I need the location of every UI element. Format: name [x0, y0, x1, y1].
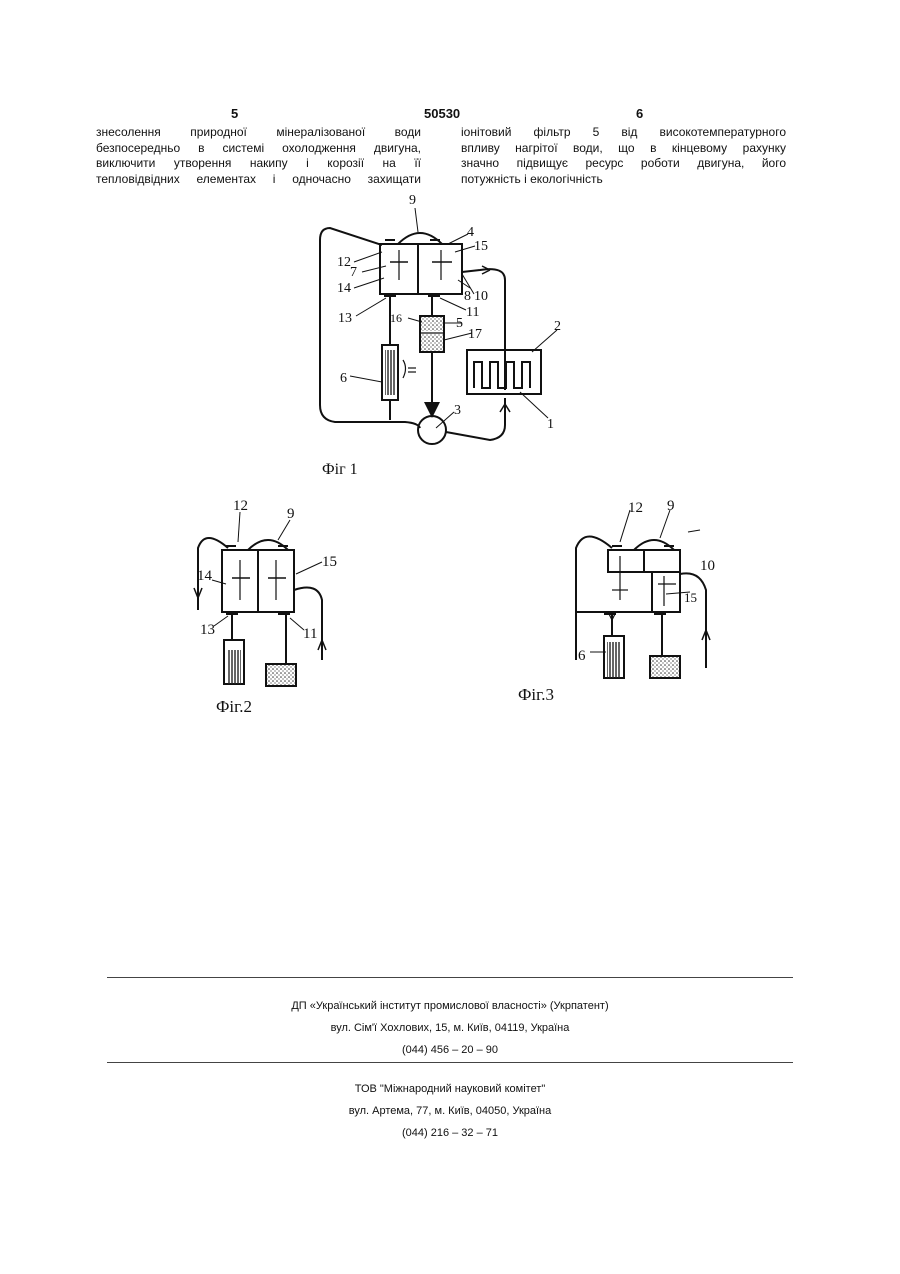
- figure-2: [194, 512, 326, 686]
- label-11: 11: [303, 626, 317, 642]
- dome-9: [398, 233, 442, 244]
- label-5: 5: [456, 316, 463, 331]
- footer-org: ТОВ "Міжнародний науковий комітет": [107, 1078, 793, 1100]
- label-6: 6: [340, 371, 347, 386]
- label-9: 9: [409, 193, 416, 208]
- footer-rule-middle: [107, 1062, 793, 1063]
- label-11: 11: [466, 305, 479, 320]
- fig2-caption: Фіг.2: [216, 697, 252, 716]
- label-16: 16: [390, 311, 402, 325]
- patent-figures: 9 4 15 12 7 14 8 10 13 11 16 5 17 2 6 3 …: [0, 0, 900, 760]
- label-7: 7: [350, 265, 357, 280]
- label-2: 2: [554, 319, 561, 334]
- label-15: 15: [684, 590, 697, 605]
- footer-phone: (044) 456 – 20 – 90: [107, 1039, 793, 1061]
- label-12: 12: [628, 500, 643, 516]
- footer-address: вул. Сім'ї Хохлових, 15, м. Київ, 04119,…: [107, 1017, 793, 1039]
- footer-org: ДП «Український інститут промислової вла…: [107, 995, 793, 1017]
- label-13: 13: [200, 622, 215, 638]
- label-17: 17: [468, 327, 482, 342]
- label-10: 10: [700, 558, 715, 574]
- footer-phone: (044) 216 – 32 – 71: [107, 1122, 793, 1144]
- figure-1: [320, 208, 557, 444]
- label-12: 12: [233, 498, 248, 514]
- label-13: 13: [338, 311, 352, 326]
- label-9: 9: [667, 498, 675, 514]
- label-8: 8: [464, 289, 471, 304]
- label-15: 15: [474, 239, 488, 254]
- label-4: 4: [467, 225, 474, 240]
- footer-block-committee: ТОВ "Міжнародний науковий комітет" вул. …: [107, 1078, 793, 1144]
- label-9: 9: [287, 506, 295, 522]
- label-3: 3: [454, 403, 461, 418]
- footer-rule-top: [107, 977, 793, 978]
- fig1-caption: Фіг 1: [322, 461, 358, 478]
- label-15: 15: [322, 554, 337, 570]
- label-14: 14: [197, 568, 213, 584]
- label-14: 14: [337, 281, 351, 296]
- label-1: 1: [547, 417, 554, 432]
- footer-address: вул. Артема, 77, м. Київ, 04050, Україна: [107, 1100, 793, 1122]
- footer-block-ukrpatent: ДП «Український інститут промислової вла…: [107, 995, 793, 1061]
- cooling-jacket-2: [474, 362, 530, 388]
- fig3-caption: Фіг.3: [518, 685, 554, 704]
- label-10: 10: [474, 289, 488, 304]
- pump-3: [418, 416, 446, 444]
- label-6: 6: [578, 648, 586, 664]
- label-12: 12: [337, 255, 351, 270]
